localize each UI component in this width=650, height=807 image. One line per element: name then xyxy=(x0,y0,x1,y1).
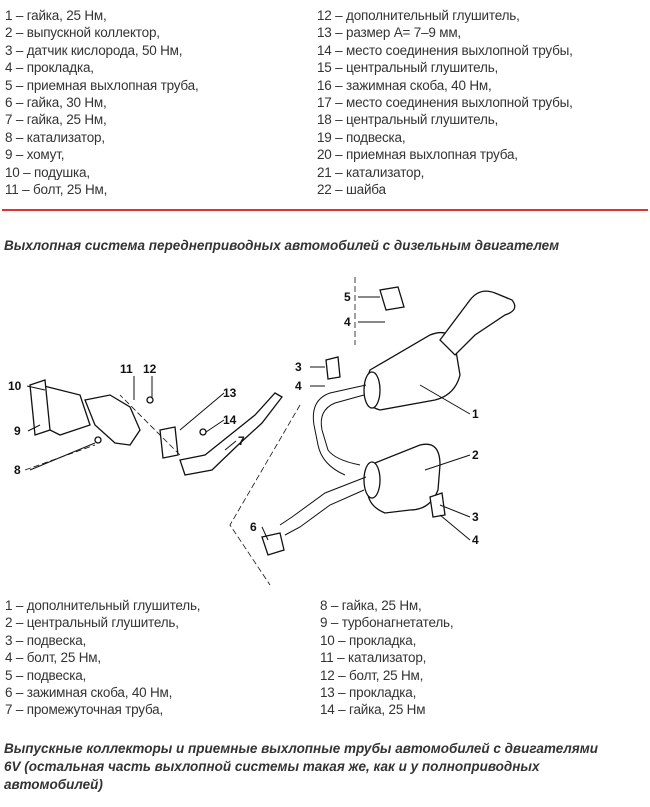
callout-label: 6 xyxy=(250,520,257,534)
legend-item: 9 – турбонагнетатель, xyxy=(320,615,454,631)
legend-item: 4 – болт, 25 Нм, xyxy=(5,650,101,666)
caption: Выпускные коллекторы и приемные выхлопны… xyxy=(4,741,598,792)
legend-item: 11 – катализатор, xyxy=(320,650,427,666)
legend-item: 11 – болт, 25 Нм, xyxy=(5,182,108,198)
top-list-left: 1 – гайка, 25 Нм, 2 – выпускной коллектор… xyxy=(5,7,199,198)
callout-label: 10 xyxy=(8,379,22,393)
legend-item: 21 – катализатор, xyxy=(317,164,425,180)
section-title: Выхлопная система переднеприводных автом… xyxy=(4,238,560,253)
legend-item: 6 – зажимная скоба, 40 Нм, xyxy=(5,685,173,701)
divider xyxy=(2,209,648,211)
central-muffler xyxy=(363,443,441,514)
legend-item: 15 – центральный глушитель, xyxy=(317,60,499,76)
legend-item: 2 – выпускной коллектор, xyxy=(5,25,160,41)
callout-label: 14 xyxy=(223,413,237,427)
bottom-list-right: 8 – гайка, 25 Нм, 9 – турбонагнетатель,10… xyxy=(320,597,454,719)
callout-label: 4 xyxy=(344,315,351,329)
legend-item: 5 – подвеска, xyxy=(5,667,87,683)
legend-item: 9 – хомут, xyxy=(5,147,65,163)
legend-item: 3 – подвеска, xyxy=(5,632,87,648)
callout-label: 3 xyxy=(472,510,479,524)
callout-label: 13 xyxy=(223,386,237,400)
legend-item: 5 – приемная выхлопная труба, xyxy=(5,77,199,93)
legend-item: 17 – место соединения выхлопной трубы, xyxy=(317,95,573,111)
legend-item: 1 – гайка, 25 Нм, xyxy=(5,8,107,23)
legend-item: 7 – промежуточная труба, xyxy=(5,702,164,718)
exhaust-diagram: 5 4 3 4 1 2 3 4 6 7 13 14 11 12 10 9 8 xyxy=(8,277,516,586)
callout-label: 4 xyxy=(472,533,479,547)
legend-item: 4 – прокладка, xyxy=(5,60,94,76)
legend-item: 10 – прокладка, xyxy=(320,632,417,648)
callout-label: 9 xyxy=(14,424,21,438)
callout-label: 1 xyxy=(472,407,479,421)
rear-muffler xyxy=(363,290,516,411)
callout-label: 11 xyxy=(120,362,133,376)
legend-item: 12 – дополнительный глушитель, xyxy=(317,8,520,23)
legend-item: 10 – подушка, xyxy=(5,164,90,180)
legend-item: 13 – размер А= 7–9 мм, xyxy=(317,25,461,41)
legend-item: 20 – приемная выхлопная труба, xyxy=(317,147,518,163)
top-list-right: 12 – дополнительный глушитель, 13 – разме… xyxy=(317,7,573,198)
callout-label: 12 xyxy=(143,362,157,376)
legend-item: 14 – гайка, 25 Нм xyxy=(320,702,426,718)
legend-item: 7 – гайка, 25 Нм, xyxy=(5,112,107,128)
bottom-list-left: 1 – дополнительный глушитель, 2 – централ… xyxy=(5,597,201,719)
legend-item: 2 – центральный глушитель, xyxy=(5,615,179,631)
legend-item: 16 – зажимная скоба, 40 Нм, xyxy=(317,77,492,93)
callout-label: 2 xyxy=(472,448,479,462)
callout-label: 7 xyxy=(238,434,245,448)
callout-label: 8 xyxy=(14,463,21,477)
legend-item: 6 – гайка, 30 Нм, xyxy=(5,95,107,111)
legend-item: 3 – датчик кислорода, 50 Нм, xyxy=(5,42,183,58)
legend-item: 18 – центральный глушитель, xyxy=(317,112,499,128)
legend-item: 13 – прокладка, xyxy=(320,685,417,701)
legend-item: 1 – дополнительный глушитель, xyxy=(5,598,201,613)
callout-label: 4 xyxy=(295,379,302,393)
legend-item: 8 – гайка, 25 Нм, xyxy=(320,598,422,613)
callout-label: 5 xyxy=(344,290,351,304)
legend-item: 12 – болт, 25 Нм, xyxy=(320,667,424,683)
legend-item: 8 – катализатор, xyxy=(5,129,105,145)
legend-item: 19 – подвеска, xyxy=(317,129,406,145)
callout-label: 3 xyxy=(295,360,302,374)
legend-item: 14 – место соединения выхлопной трубы, xyxy=(317,42,573,58)
legend-item: 22 – шайба xyxy=(317,182,386,198)
